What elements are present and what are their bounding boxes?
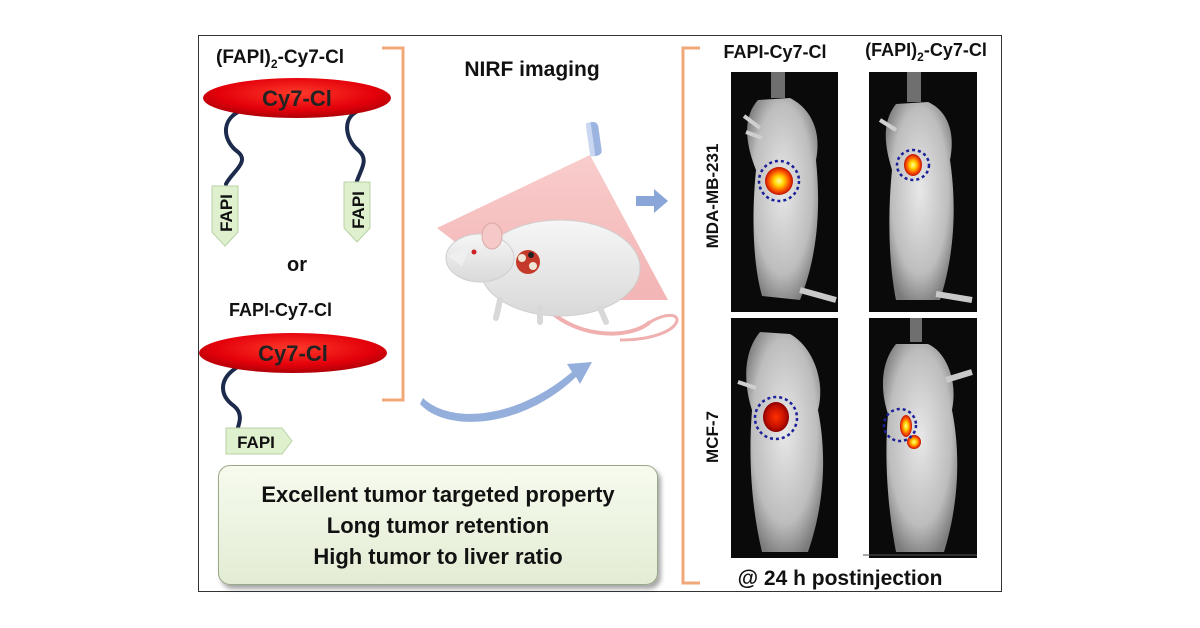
cy7-dye-label: Cy7-Cl xyxy=(258,341,328,366)
tumor-circle xyxy=(753,395,799,441)
nirf-image-mda-dimer xyxy=(869,72,977,312)
nirf-camera-icon xyxy=(585,121,602,157)
rat-illustration xyxy=(445,219,679,342)
summary-box: Excellent tumor targeted property Long t… xyxy=(218,465,658,585)
tumor-signal xyxy=(900,415,912,437)
row-label-mcf-7: MCF-7 xyxy=(703,411,722,463)
bracket-left xyxy=(382,46,405,402)
tumor-signal xyxy=(763,402,789,432)
footer-label: @ 24 h postinjection xyxy=(738,567,943,590)
tumor-signal xyxy=(904,154,922,176)
fapi-label: FAPI xyxy=(217,194,236,232)
tumor-circle xyxy=(882,407,918,443)
row-label-mda-mb-231: MDA-MB-231 xyxy=(703,144,722,249)
dimer-title: (FAPI)2-Cy7-Cl xyxy=(216,47,344,71)
nirf-image-mcf7-monomer xyxy=(731,318,838,558)
cy7-dye-label: Cy7-Cl xyxy=(262,86,332,111)
tumor-circle xyxy=(895,148,931,182)
fapi-label: FAPI xyxy=(349,191,368,229)
tumor-signal xyxy=(765,167,793,195)
fapi-tag-monomer: FAPI xyxy=(225,427,293,455)
cy7-dye-oval xyxy=(199,333,387,373)
linker-left xyxy=(224,110,244,186)
linker-monomer xyxy=(221,366,242,438)
curved-arrow-icon xyxy=(420,362,592,422)
column-label-dimer: (FAPI)2-Cy7-Cl xyxy=(865,40,987,64)
summary-line-3: High tumor to liver ratio xyxy=(313,543,563,569)
nirf-image-mcf7-dimer xyxy=(869,318,977,558)
summary-line-2: Long tumor retention xyxy=(326,512,550,538)
nirf-title: NIRF imaging xyxy=(464,58,599,81)
cy7-dye-oval xyxy=(203,78,391,118)
monomer-structure: Cy7-Cl FAPI xyxy=(199,333,387,455)
monomer-title: FAPI-Cy7-Cl xyxy=(229,300,332,320)
or-label: or xyxy=(287,254,307,276)
tumor-icon xyxy=(516,250,540,274)
tumor-circle xyxy=(757,159,801,203)
arrow-right-icon xyxy=(636,189,668,213)
nirf-image-mda-monomer xyxy=(731,72,838,312)
imaging-setup xyxy=(437,121,679,342)
dimer-structure: Cy7-Cl FAPI FAPI xyxy=(203,78,391,247)
summary-line-1: Excellent tumor targeted property xyxy=(261,481,615,507)
fapi-label: FAPI xyxy=(237,433,275,452)
fapi-tag-left: FAPI xyxy=(211,185,239,247)
linker-right xyxy=(345,110,366,186)
column-label-monomer: FAPI-Cy7-Cl xyxy=(723,42,826,62)
bracket-right xyxy=(681,46,700,585)
fapi-tag-right: FAPI xyxy=(343,181,371,243)
